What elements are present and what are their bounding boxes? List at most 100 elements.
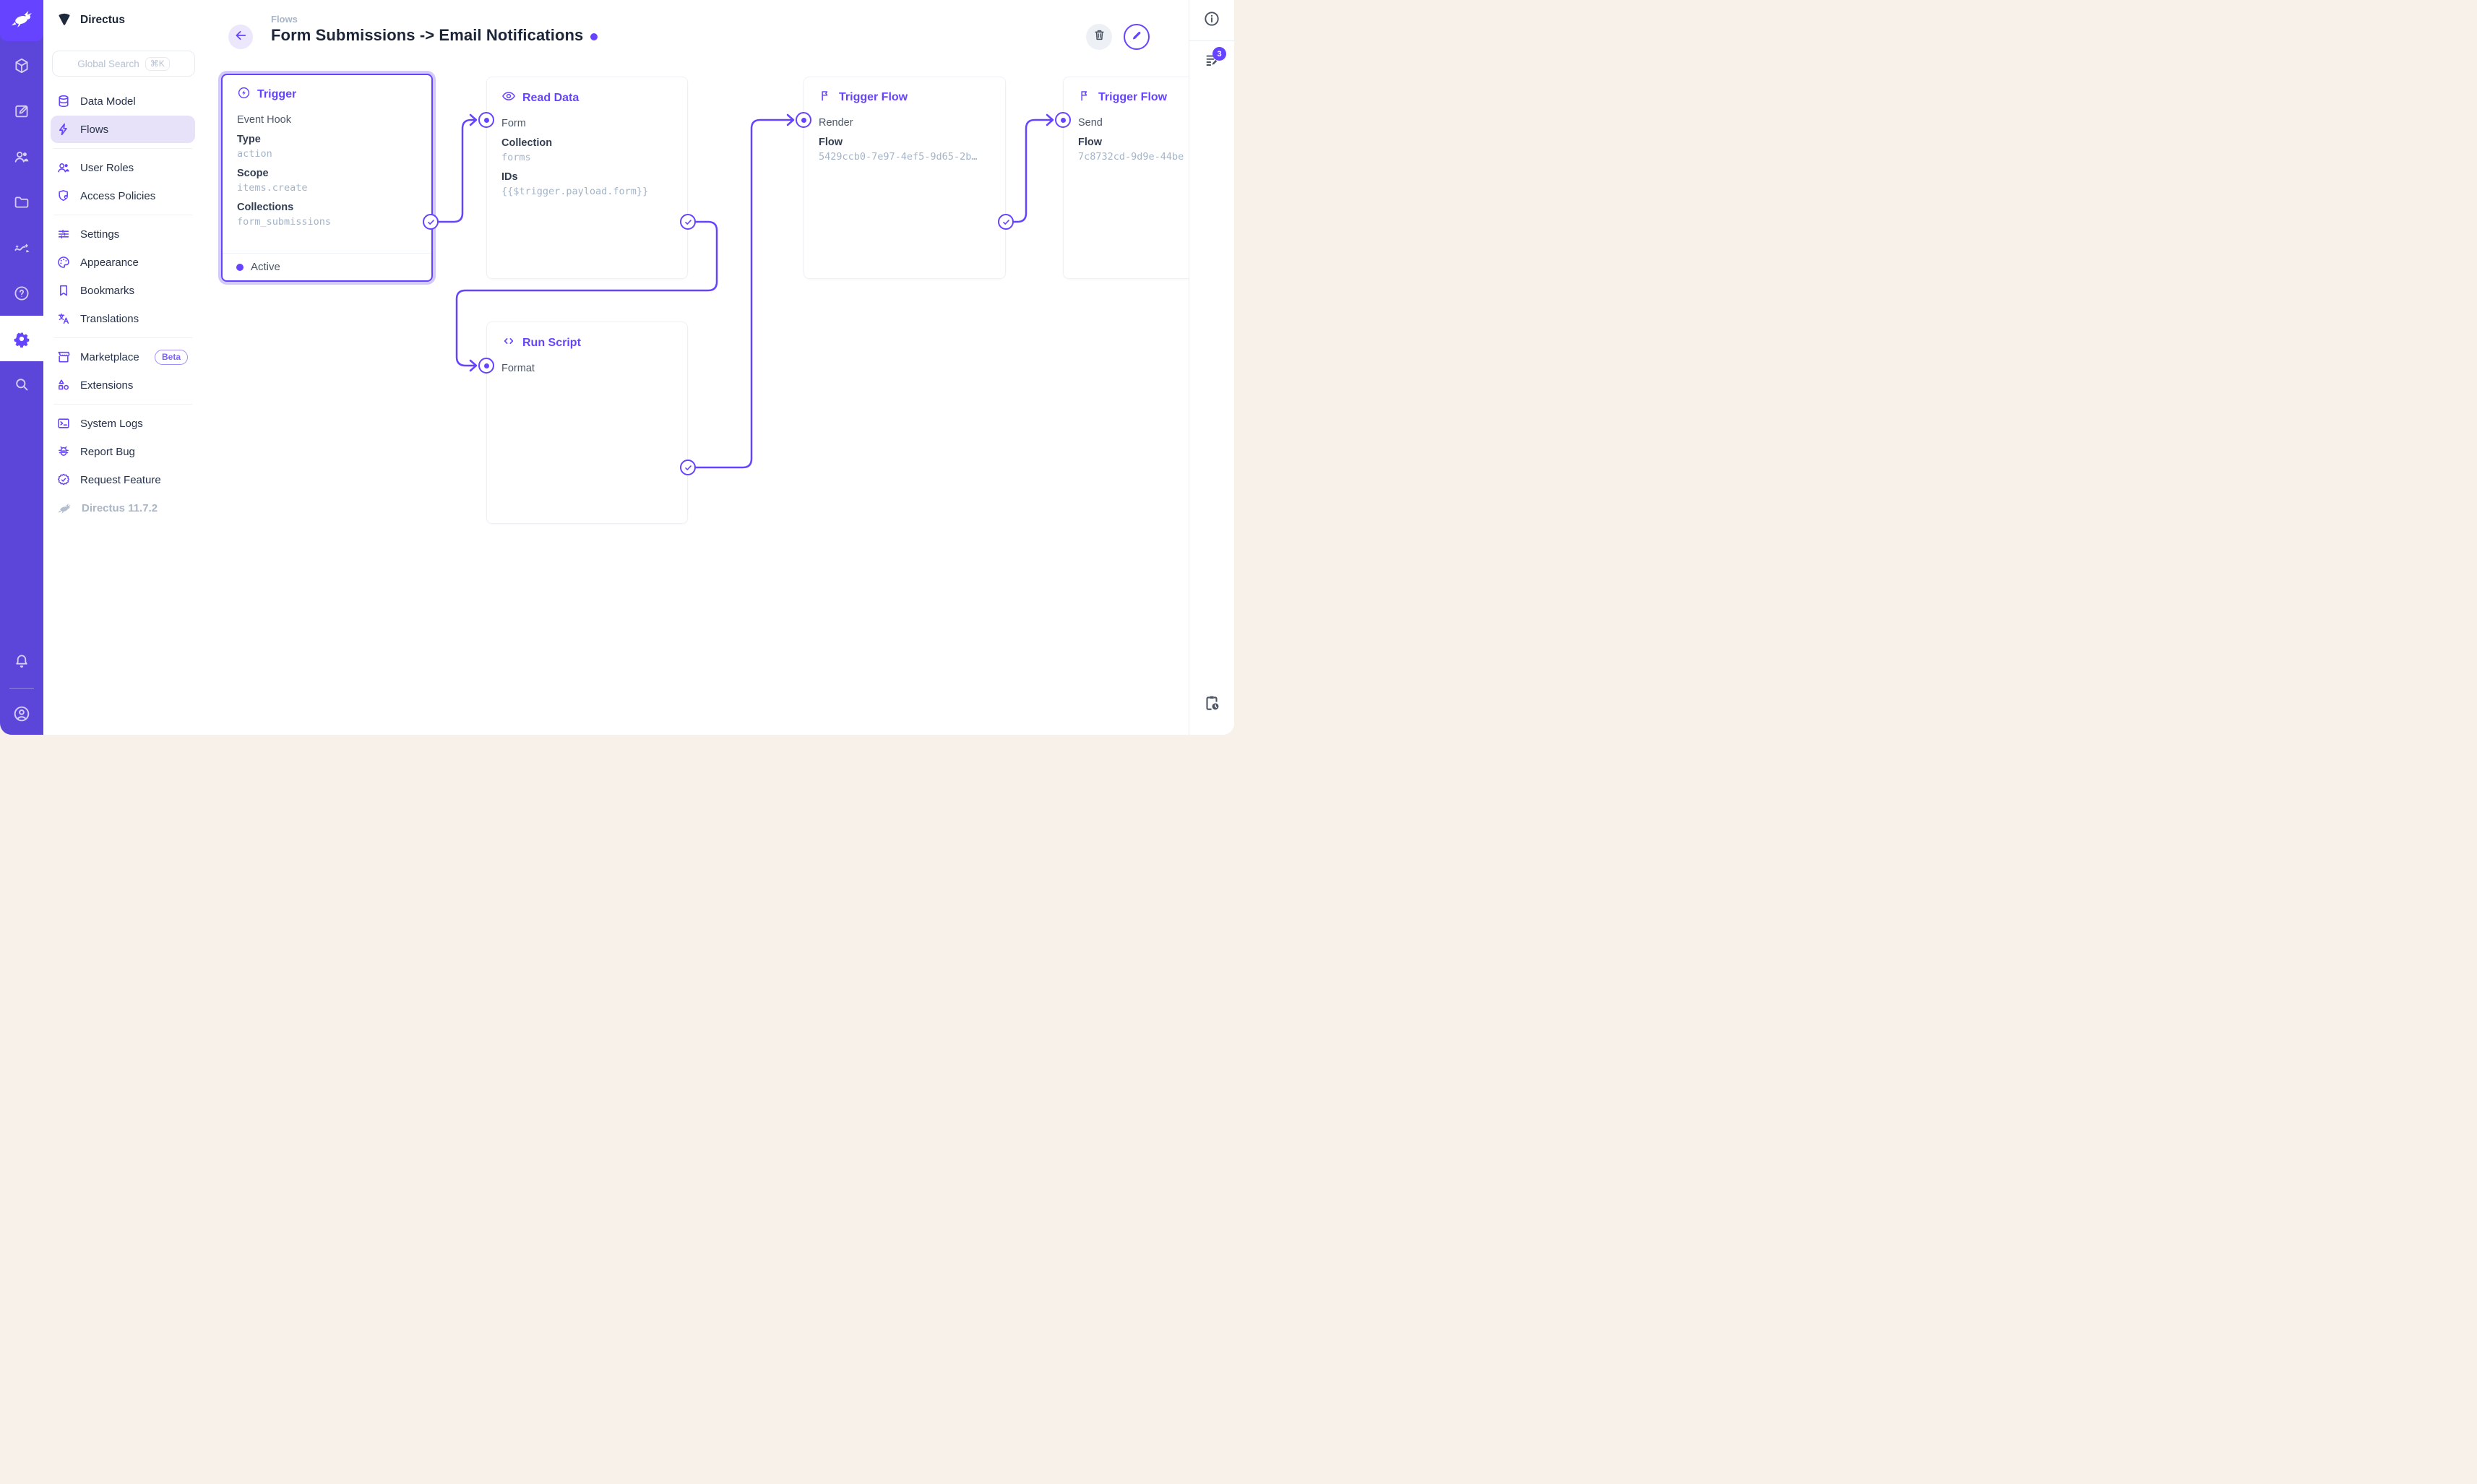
cube-icon [13, 57, 30, 74]
connector-render-input[interactable] [796, 112, 811, 128]
connector-send-input[interactable] [1055, 112, 1071, 128]
module-help[interactable] [0, 270, 43, 316]
version-label: Directus 11.7.2 [82, 501, 158, 514]
project-logo-icon [56, 11, 72, 30]
sidebar-item-extensions[interactable]: Extensions [51, 371, 195, 399]
connector-read-data-resolve[interactable] [680, 214, 696, 230]
back-button[interactable] [228, 25, 253, 49]
field-key: Collections [237, 202, 294, 213]
activity-log-button[interactable] [1189, 684, 1234, 725]
sidebar-item-bookmarks[interactable]: Bookmarks [51, 277, 195, 304]
account-icon [12, 704, 31, 723]
translate-icon [56, 311, 71, 326]
sidebar-item-label: Report Bug [80, 445, 135, 458]
node-title: Trigger Flow [1064, 77, 1189, 106]
right-sidebar: 3 [1189, 0, 1234, 735]
sidebar-item-translations[interactable]: Translations [51, 305, 195, 332]
eye-icon [501, 89, 516, 107]
input-dot [801, 117, 806, 123]
header-actions [1086, 24, 1150, 50]
module-settings[interactable] [0, 316, 43, 361]
sidebar-item-user-roles[interactable]: User Roles [51, 154, 195, 181]
sidebar-item-flows[interactable]: Flows [51, 116, 195, 143]
sidebar-item-label: Bookmarks [80, 284, 135, 297]
node-title-label: Trigger Flow [839, 91, 908, 103]
operation-name: Send [1078, 117, 1103, 129]
sidebar-item-appearance[interactable]: Appearance [51, 249, 195, 276]
node-trigger-flow-render[interactable]: Trigger Flow Render Flow 5429ccb0-7e97-4… [804, 77, 1006, 279]
flag-icon [1078, 89, 1092, 106]
sidebar-item-system-logs[interactable]: System Logs [51, 410, 195, 437]
app-window: Directus Global Search ⌘K Data Model Flo… [0, 0, 1234, 735]
sidebar-item-request-feature[interactable]: Request Feature [51, 466, 195, 493]
module-users[interactable] [0, 134, 43, 179]
sidebar-item-label: Extensions [80, 379, 134, 392]
field-key: Collection [501, 137, 553, 149]
node-trigger[interactable]: Trigger Event Hook Type action Scope ite… [221, 74, 433, 282]
search-shortcut-chip: ⌘K [145, 56, 170, 71]
module-bar [0, 0, 43, 735]
connector-render-resolve[interactable] [998, 214, 1014, 230]
sidebar-item-data-model[interactable]: Data Model [51, 87, 195, 115]
extensions-icon [56, 378, 71, 392]
global-search-input[interactable]: Global Search ⌘K [52, 51, 195, 77]
sidebar-item-label: Settings [80, 228, 120, 241]
node-trigger-flow-send[interactable]: Trigger Flow Send Flow 7c8732cd-9d9e-44b… [1063, 77, 1189, 279]
insights-icon [13, 239, 30, 256]
version-row: Directus 11.7.2 [51, 494, 195, 522]
node-read-data[interactable]: Read Data Form Collection forms IDs {{$t… [486, 77, 688, 279]
account-button[interactable] [0, 693, 43, 735]
search-icon [13, 376, 30, 393]
directus-logo-tile[interactable] [0, 0, 43, 41]
connector-trigger-resolve[interactable] [423, 214, 439, 230]
trash-icon [1093, 28, 1106, 46]
code-icon [501, 334, 516, 352]
module-bar-bottom [0, 638, 43, 735]
module-content[interactable] [0, 43, 43, 88]
user-roles-icon [56, 160, 71, 175]
operation-name: Format [501, 363, 535, 374]
wire-arrowhead [469, 359, 478, 372]
arrow-left-icon [233, 28, 248, 46]
module-insights[interactable] [0, 225, 43, 270]
wire-arrowhead [786, 113, 795, 126]
wire-trigger-to-read-data [430, 118, 475, 223]
module-search[interactable] [0, 361, 43, 407]
sidebar-item-access-policies[interactable]: Access Policies [51, 182, 195, 210]
info-button[interactable] [1189, 0, 1234, 40]
field-value: 7c8732cd-9d9e-44be [1078, 151, 1184, 163]
node-title-label: Trigger Flow [1098, 91, 1168, 103]
wire-render-to-send [1005, 118, 1052, 223]
delete-flow-button[interactable] [1086, 24, 1112, 50]
sidebar-item-label: Data Model [80, 95, 136, 108]
input-dot [483, 363, 489, 368]
node-run-script[interactable]: Run Script Format [486, 322, 688, 524]
edit-flow-button[interactable] [1124, 24, 1150, 50]
connector-run-script-input[interactable] [478, 358, 494, 374]
sidebar-item-settings[interactable]: Settings [51, 220, 195, 248]
node-title: Read Data [487, 77, 687, 107]
flag-icon [819, 89, 832, 106]
help-icon [13, 285, 30, 302]
module-files[interactable] [0, 179, 43, 225]
sidebar-item-label: Translations [80, 312, 139, 325]
users-icon [13, 148, 30, 165]
project-row[interactable]: Directus [43, 0, 202, 40]
sidebar-item-label: Flows [80, 123, 109, 136]
sidebar-item-marketplace[interactable]: Marketplace Beta [51, 343, 195, 371]
connector-read-data-input[interactable] [478, 112, 494, 128]
connector-run-script-resolve[interactable] [680, 460, 696, 475]
node-title-label: Run Script [522, 336, 581, 349]
sidebar-item-report-bug[interactable]: Report Bug [51, 438, 195, 465]
field-key: Flow [1078, 137, 1103, 148]
nav-divider [53, 148, 192, 149]
node-title-label: Read Data [522, 91, 580, 104]
notifications-button[interactable] [0, 638, 43, 683]
notices-button[interactable]: 3 [1189, 41, 1234, 82]
node-title-label: Trigger [257, 88, 297, 100]
breadcrumb[interactable]: Flows [271, 14, 298, 25]
bolt-icon [56, 122, 71, 137]
sidebar-item-label: Request Feature [80, 473, 161, 486]
gear-icon [13, 330, 30, 348]
module-editor[interactable] [0, 88, 43, 134]
